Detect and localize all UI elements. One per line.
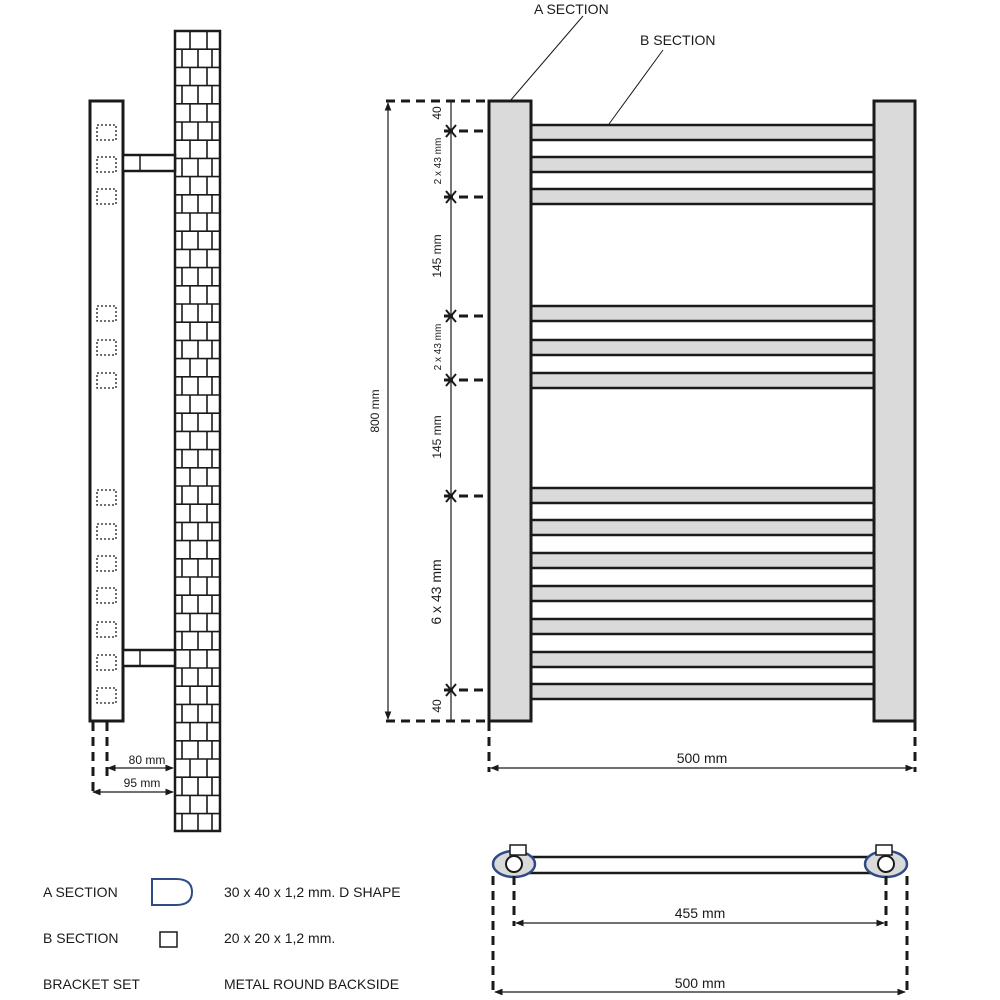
legend-b-name: B SECTION <box>43 930 118 946</box>
bar-marker <box>96 654 117 671</box>
front-view: A SECTION B SECTION 800 mm 40 2 x 43 mm … <box>368 1 917 772</box>
d-shape-icon <box>151 878 194 906</box>
square-icon <box>159 931 178 948</box>
legend-a-name: A SECTION <box>43 884 118 900</box>
side-radiator-body <box>88 99 125 723</box>
left-bracket-cap <box>491 844 537 879</box>
bar-marker <box>96 339 117 356</box>
horizontal-bar <box>529 123 876 142</box>
bar-marker <box>96 555 117 572</box>
callout-b-section: B SECTION <box>640 32 715 48</box>
bar-marker <box>96 124 117 141</box>
bracket-bottom <box>121 648 177 668</box>
side-bar-markers <box>96 124 117 704</box>
dim-500-label: 500 mm <box>677 750 728 766</box>
horizontal-bars <box>529 123 876 701</box>
horizontal-bar <box>529 338 876 357</box>
legend-row-a: A SECTION 30 x 40 x 1,2 mm. D SHAPE <box>43 878 401 906</box>
bar-marker <box>96 156 117 173</box>
horizontal-bar <box>529 371 876 390</box>
legend-bracket-name: BRACKET SET <box>43 976 140 992</box>
horizontal-bar <box>529 617 876 636</box>
bar-marker <box>96 372 117 389</box>
dim-40-top: 40 <box>430 106 444 120</box>
dim-80-label: 80 mm <box>129 753 166 767</box>
dim-500-top-label: 500 mm <box>675 975 726 991</box>
bar-marker <box>96 523 117 540</box>
side-view: 80 mm 95 mm <box>88 29 222 833</box>
horizontal-bar <box>529 486 876 505</box>
horizontal-bar <box>529 155 876 174</box>
left-column <box>487 99 533 723</box>
right-bracket-cap <box>863 844 909 879</box>
legend: A SECTION 30 x 40 x 1,2 mm. D SHAPE B SE… <box>43 878 401 992</box>
bar-marker <box>96 621 117 638</box>
callout-a-section: A SECTION <box>534 1 609 17</box>
brick-wall <box>173 29 222 833</box>
legend-b-desc: 20 x 20 x 1,2 mm. <box>224 930 335 946</box>
horizontal-bar <box>529 584 876 603</box>
legend-row-bracket: BRACKET SET METAL ROUND BACKSIDE <box>43 976 399 992</box>
bar-marker <box>96 489 117 506</box>
dim-145-lower: 145 mm <box>430 415 444 458</box>
horizontal-bar <box>529 682 876 701</box>
horizontal-bar <box>529 650 876 669</box>
dim-95-label: 95 mm <box>124 776 161 790</box>
right-column <box>872 99 917 723</box>
horizontal-bar <box>529 187 876 206</box>
horizontal-bar <box>529 304 876 323</box>
dim-2x43-middle: 2 x 43 mm <box>433 324 444 371</box>
bar-marker <box>96 188 117 205</box>
bar-marker <box>96 305 117 322</box>
horizontal-bar <box>529 518 876 537</box>
top-view: 455 mm 500 mm <box>491 844 909 996</box>
segment-dimensions: 40 2 x 43 mm 145 mm 2 x 43 mm 145 mm 6 x… <box>428 106 444 713</box>
dim-6x43: 6 x 43 mm <box>428 559 444 624</box>
bar-marker <box>96 687 117 704</box>
dim-800-label: 800 mm <box>368 389 382 432</box>
dim-2x43-upper: 2 x 43 mm <box>433 138 444 185</box>
dim-145-upper: 145 mm <box>430 234 444 277</box>
horizontal-bar <box>529 551 876 570</box>
bar-marker <box>96 587 117 604</box>
legend-bracket-desc: METAL ROUND BACKSIDE <box>224 976 399 992</box>
dim-40-bottom: 40 <box>430 699 444 713</box>
bracket-top <box>121 153 177 173</box>
legend-row-b: B SECTION 20 x 20 x 1,2 mm. <box>43 930 335 948</box>
legend-a-desc: 30 x 40 x 1,2 mm. D SHAPE <box>224 884 401 900</box>
dim-455-label: 455 mm <box>675 905 726 921</box>
